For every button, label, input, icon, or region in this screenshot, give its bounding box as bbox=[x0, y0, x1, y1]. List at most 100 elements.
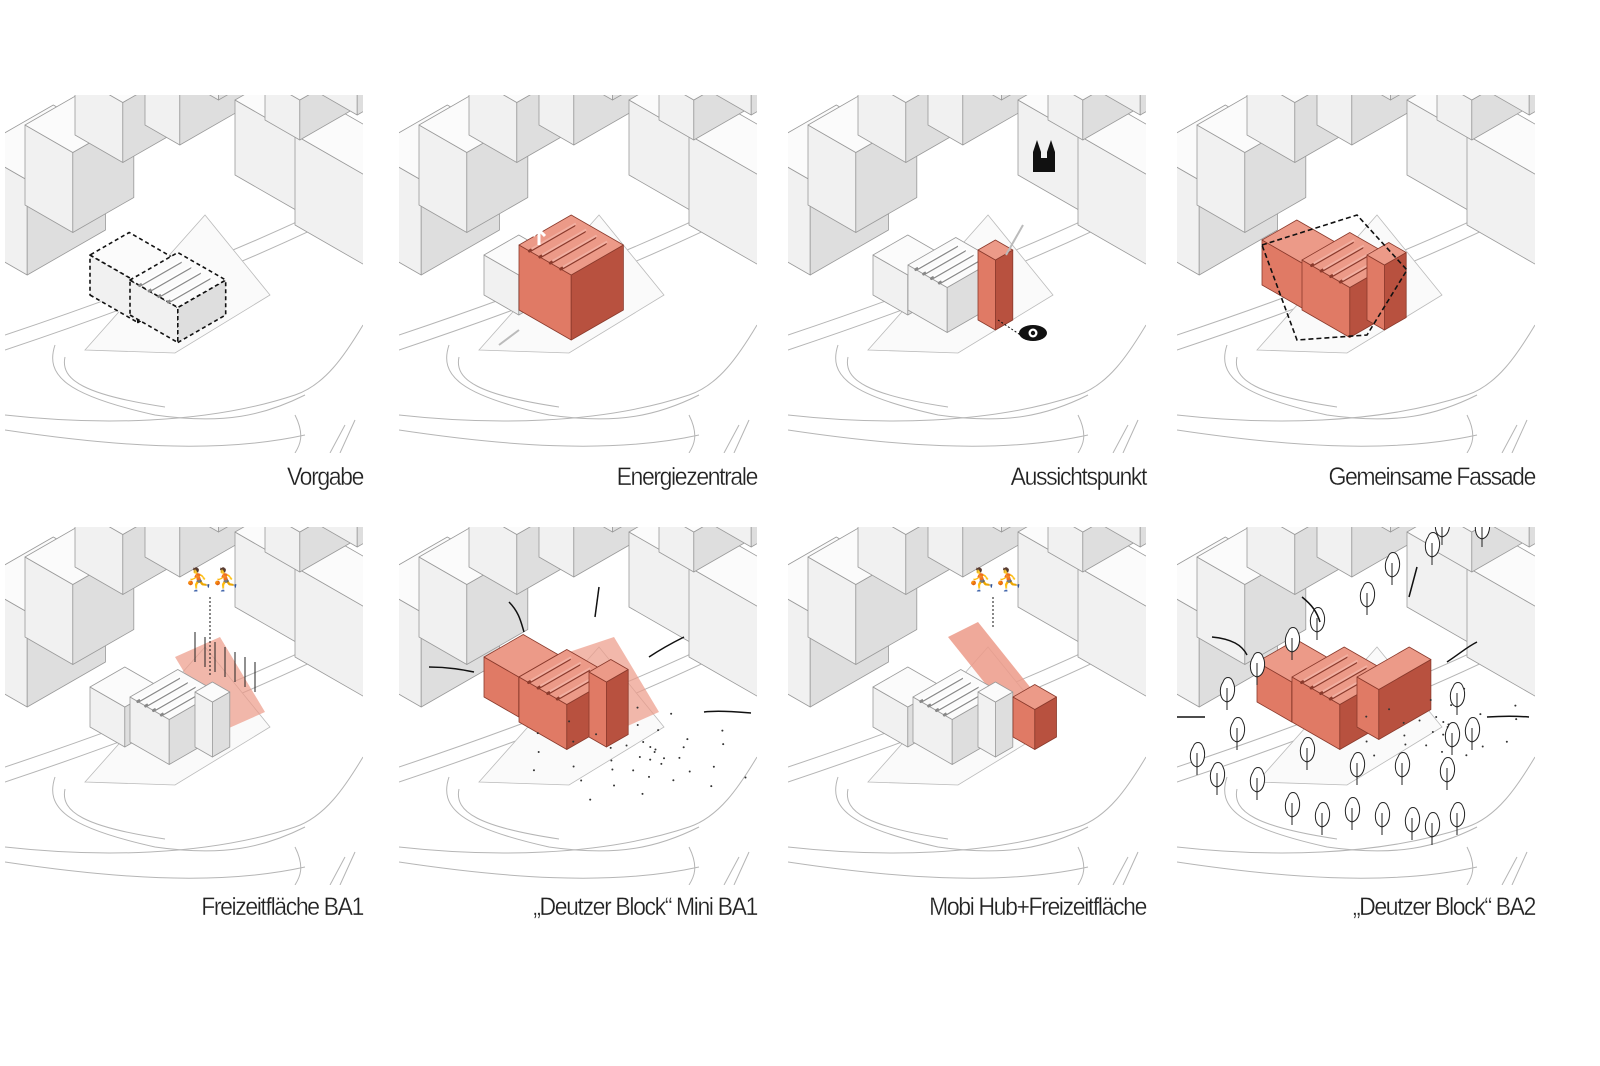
context-building bbox=[194, 681, 231, 758]
ground-dot bbox=[710, 785, 713, 788]
sightline bbox=[1408, 566, 1418, 598]
facade-right bbox=[1390, 95, 1401, 101]
ground-dot bbox=[595, 733, 598, 736]
roof-rib-light bbox=[1322, 665, 1368, 693]
roof bbox=[891, 95, 920, 103]
street-line bbox=[329, 856, 346, 885]
facade-left bbox=[602, 95, 613, 101]
roof bbox=[1280, 95, 1309, 103]
street-line bbox=[399, 324, 757, 422]
roof-rib-light bbox=[917, 243, 960, 269]
ground-dot bbox=[649, 758, 652, 761]
context-building bbox=[129, 251, 227, 344]
facade-right bbox=[1528, 527, 1535, 548]
tree-icon bbox=[1189, 742, 1206, 775]
tree-icon bbox=[1314, 802, 1331, 835]
facade-right bbox=[218, 95, 229, 101]
sightline bbox=[648, 636, 685, 658]
street-line bbox=[1177, 429, 1478, 447]
street-line bbox=[1177, 324, 1535, 422]
ground-dot bbox=[1404, 743, 1407, 746]
tree-icon bbox=[1249, 652, 1266, 685]
roof bbox=[129, 251, 227, 309]
roof-rib-light bbox=[530, 656, 572, 682]
tree-icon bbox=[1349, 752, 1366, 785]
roof bbox=[1073, 527, 1093, 533]
facade-left bbox=[977, 691, 996, 758]
ground-dot bbox=[1481, 745, 1484, 748]
tree-icon bbox=[1424, 532, 1441, 565]
sightline bbox=[703, 710, 752, 714]
tree-icon bbox=[1359, 582, 1376, 615]
facade-left bbox=[194, 691, 213, 758]
roof-rib-light bbox=[169, 275, 212, 301]
ground-dot bbox=[568, 720, 571, 723]
street-line bbox=[1177, 861, 1478, 879]
ground-dot bbox=[1373, 754, 1376, 757]
roof bbox=[1356, 646, 1432, 690]
street-line bbox=[1501, 856, 1518, 885]
panel-ba2 bbox=[1177, 527, 1535, 885]
ground-dot bbox=[678, 756, 681, 759]
context-building bbox=[1104, 95, 1146, 116]
street-line bbox=[294, 846, 302, 885]
highlight-building bbox=[1366, 242, 1407, 331]
street-line bbox=[688, 846, 696, 885]
tree-icon bbox=[1344, 797, 1361, 830]
facade-left bbox=[1316, 95, 1353, 146]
label-vorgabe: Vorgabe bbox=[286, 463, 365, 491]
roof bbox=[108, 95, 137, 103]
roof-rib-light bbox=[150, 264, 193, 290]
facade-left bbox=[688, 566, 757, 697]
roof-rib-light bbox=[541, 228, 587, 256]
ground-dot bbox=[610, 759, 613, 762]
roof bbox=[290, 527, 310, 533]
street-line bbox=[457, 356, 560, 408]
street-line bbox=[846, 356, 949, 408]
facade-right bbox=[1139, 527, 1146, 548]
ground-dot bbox=[572, 765, 575, 768]
ground-dot bbox=[1440, 750, 1443, 753]
roof bbox=[290, 95, 310, 101]
roof-rib-light bbox=[1312, 659, 1359, 687]
street-line bbox=[1122, 419, 1139, 453]
roof bbox=[194, 681, 231, 703]
roof bbox=[684, 527, 704, 533]
street-line bbox=[5, 756, 363, 854]
sightline bbox=[1446, 641, 1478, 663]
tree-icon bbox=[1404, 807, 1421, 840]
facade-right bbox=[1001, 95, 1012, 101]
street-line bbox=[733, 851, 750, 885]
facade-left bbox=[1493, 527, 1530, 548]
sightline bbox=[428, 666, 475, 673]
ground-dot bbox=[672, 779, 675, 782]
ground-dot bbox=[1402, 721, 1405, 724]
facade-right bbox=[605, 669, 629, 748]
ground-dot bbox=[1515, 718, 1518, 721]
tree-icon bbox=[1449, 682, 1466, 715]
ground-dot bbox=[744, 776, 747, 779]
highlight-building bbox=[1356, 646, 1432, 740]
roof bbox=[518, 214, 624, 276]
street-line bbox=[1077, 414, 1085, 453]
roof bbox=[977, 239, 1014, 261]
street-line bbox=[788, 324, 1146, 422]
roof-rib-light bbox=[539, 661, 582, 687]
facade-left bbox=[1466, 134, 1535, 265]
panel-vorgabe bbox=[5, 95, 363, 453]
facade-right bbox=[1390, 527, 1401, 533]
roof-rib-light bbox=[932, 252, 975, 278]
players-glyph: ⛹⛹ bbox=[185, 566, 240, 593]
tree-icon bbox=[1249, 767, 1266, 800]
facade-left bbox=[1104, 527, 1141, 548]
street-line bbox=[399, 756, 757, 854]
tree-icon bbox=[1384, 552, 1401, 585]
street-line bbox=[1177, 756, 1535, 854]
ground-dot bbox=[657, 729, 660, 732]
panel-mini bbox=[399, 527, 757, 885]
street-line bbox=[688, 414, 696, 453]
roof bbox=[502, 95, 531, 103]
ground-dot bbox=[636, 723, 639, 726]
ground-dot bbox=[532, 769, 535, 772]
context-building bbox=[991, 527, 1012, 533]
